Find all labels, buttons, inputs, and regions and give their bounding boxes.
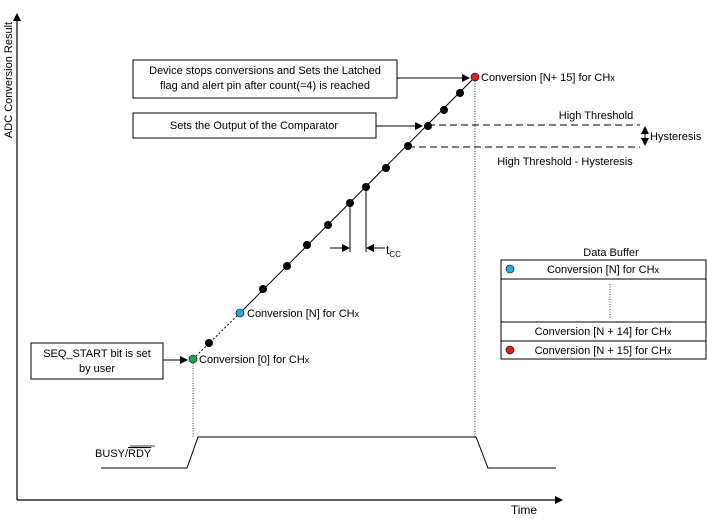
conversion-0-dot: [188, 354, 198, 364]
conversion-dot: [404, 142, 412, 150]
high-threshold-minus-hysteresis-label: High Threshold - Hysteresis: [497, 156, 633, 168]
conversion-dot: [382, 164, 390, 172]
conversion-dot: [283, 262, 291, 270]
seq-start-callout-line2: by user: [79, 363, 115, 375]
conversion-n-label: Conversion [N] for CHx: [247, 308, 360, 320]
device-stop-callout-box: [132, 59, 398, 99]
y-axis-label: ADC Conversion Result: [3, 22, 15, 138]
conversion-trend-line: [239, 76, 476, 314]
comparator-callout-text: Sets the Output of the Comparator: [170, 120, 338, 132]
device-stop-callout-line2: flag and alert pin after count(=4) is re…: [160, 80, 370, 92]
busy-rdy-waveform: [101, 436, 556, 469]
hysteresis-label: Hysteresis: [650, 131, 702, 143]
data-buffer-n15-dot: [505, 345, 515, 355]
seq-start-callout-line1: SEQ_START bit is set: [43, 348, 151, 360]
seq-start-callout-box: [30, 342, 164, 380]
conversion-dot: [456, 89, 464, 97]
data-buffer-row-n15: Conversion [N + 15] for CHx: [535, 345, 672, 357]
conversion-dot: [324, 221, 332, 229]
data-buffer-row-n14: Conversion [N + 14] for CHx: [535, 326, 672, 338]
data-buffer-row-n: Conversion [N] for CHx: [547, 264, 660, 276]
device-stop-callout-line1: Device stops conversions and Sets the La…: [149, 65, 381, 77]
data-buffer-n-dot: [505, 264, 515, 274]
conversion-n-dot: [235, 308, 245, 318]
conversion-dot: [205, 339, 213, 347]
tcc-label: tCC: [386, 243, 401, 259]
conversion-dot: [362, 183, 370, 191]
x-axis-label: Time: [511, 503, 538, 517]
conversion-trend-dotted: [192, 312, 241, 360]
high-threshold-label: High Threshold: [559, 110, 633, 122]
conversion-dot: [259, 285, 267, 293]
busy-rdy-label: BUSY/RDY: [95, 448, 152, 460]
conversion-n15-label: Conversion [N+ 15] for CHx: [481, 72, 615, 84]
conversion-0-label: Conversion [0] for CHx: [199, 354, 310, 366]
conversion-n15-dot: [470, 72, 480, 82]
conversion-dot: [346, 199, 354, 207]
data-buffer-box: [500, 259, 707, 360]
conversion-dots: [188, 72, 480, 364]
conversion-dot: [303, 241, 311, 249]
data-buffer-title: Data Buffer: [583, 247, 639, 259]
conversion-dot: [440, 106, 448, 114]
conversion-dot: [424, 122, 432, 130]
